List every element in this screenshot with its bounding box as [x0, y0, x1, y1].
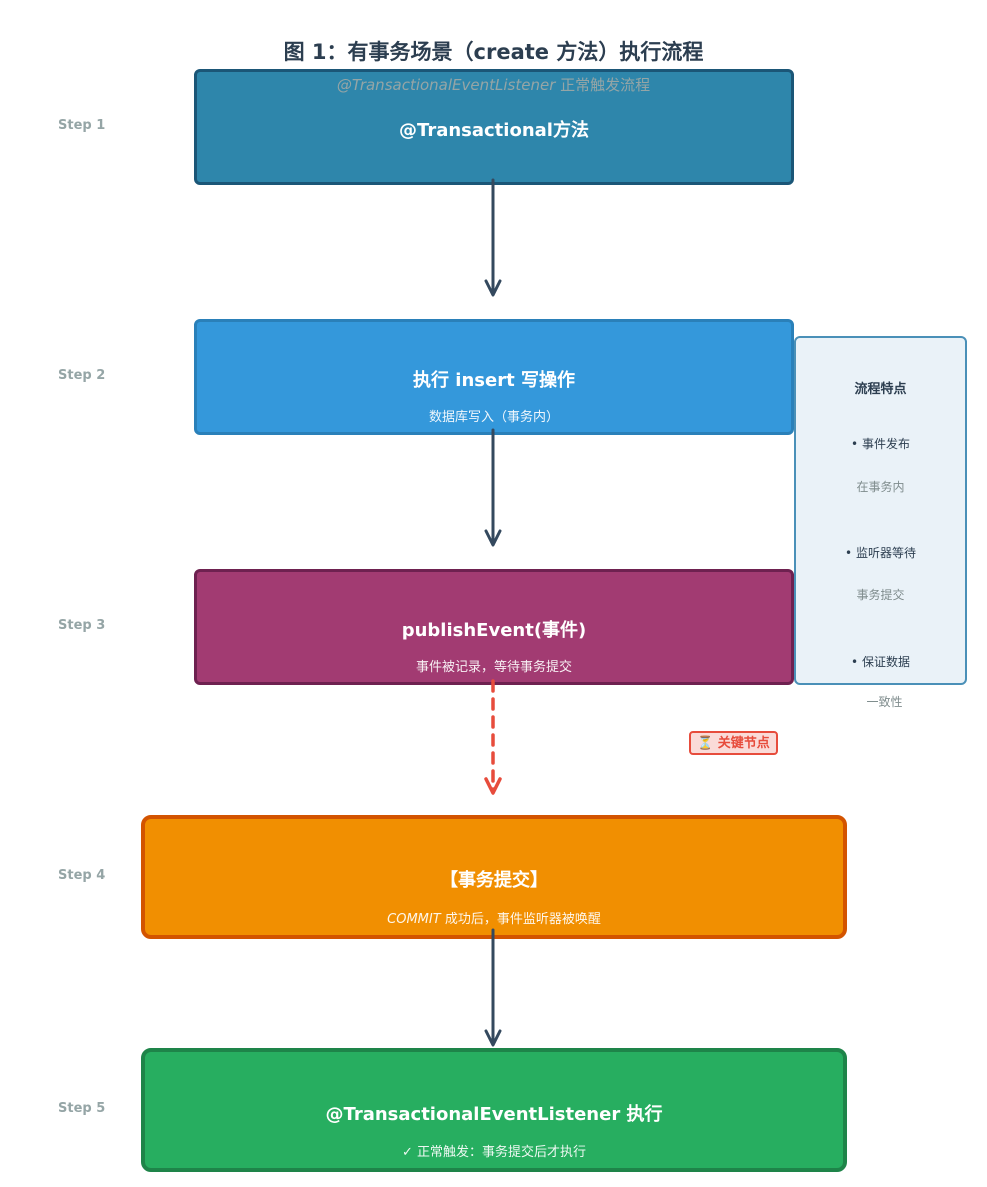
- side-item-1: • 事件发布: [851, 437, 910, 451]
- arrow-step2-to-step3: [484, 428, 502, 547]
- diagram-subtitle: @TransactionalEventListener 正常触发流程: [0, 74, 987, 95]
- step-5-box: @TransactionalEventListener 执行 ✓ 正常触发：事务…: [141, 1048, 847, 1172]
- diagram-title: 图 1：有事务场景（create 方法）执行流程: [283, 40, 704, 64]
- side-item-1-sub: 在事务内: [856, 480, 905, 494]
- step-2-box: 执行 insert 写操作 数据库写入（事务内）: [194, 319, 794, 435]
- step-4-label: Step 4: [58, 868, 106, 883]
- step-1-box: @Transactional方法: [194, 69, 794, 185]
- step-3-label: Step 3: [58, 618, 106, 633]
- step-4-title: 【事务提交】: [440, 870, 548, 891]
- critical-node-badge: ⏳ 关键节点: [689, 731, 778, 755]
- step-1-title: @Transactional方法: [399, 120, 589, 141]
- step-3-subtitle: 事件被记录，等待事务提交: [415, 660, 572, 675]
- side-panel-title: 流程特点: [854, 382, 907, 397]
- step-4-subtitle: COMMIT 成功后，事件监听器被唤醒: [145, 908, 843, 927]
- step-5-title: @TransactionalEventListener 执行: [325, 1104, 663, 1125]
- step-4-subtitle-text: 成功后，事件监听器被唤醒: [440, 912, 601, 927]
- arrow-step3-to-step4-dashed: [484, 679, 502, 795]
- step-4-commit-keyword: COMMIT: [387, 912, 441, 927]
- arrow-step4-to-step5: [484, 928, 502, 1047]
- side-item-3-sub: 一致性: [866, 695, 903, 709]
- step-1-label: Step 1: [58, 118, 106, 133]
- side-item-2: • 监听器等待: [845, 546, 916, 560]
- step-2-subtitle: 数据库写入（事务内）: [428, 410, 559, 425]
- arrow-step1-to-step2: [484, 178, 502, 297]
- step-5-subtitle: ✓ 正常触发：事务提交后才执行: [401, 1145, 587, 1160]
- flow-features-panel: 流程特点 • 事件发布 在事务内 • 监听器等待 事务提交 • 保证数据: [794, 336, 967, 685]
- step-2-label: Step 2: [58, 368, 106, 383]
- step-2-title: 执行 insert 写操作: [413, 370, 575, 391]
- subtitle-text: 正常触发流程: [555, 76, 651, 94]
- side-item-3: • 保证数据: [851, 655, 910, 669]
- step-5-label: Step 5: [58, 1101, 106, 1116]
- step-3-title: publishEvent(事件): [401, 620, 587, 641]
- subtitle-annotation: @TransactionalEventListener: [336, 76, 556, 94]
- side-item-2-sub: 事务提交: [856, 588, 905, 602]
